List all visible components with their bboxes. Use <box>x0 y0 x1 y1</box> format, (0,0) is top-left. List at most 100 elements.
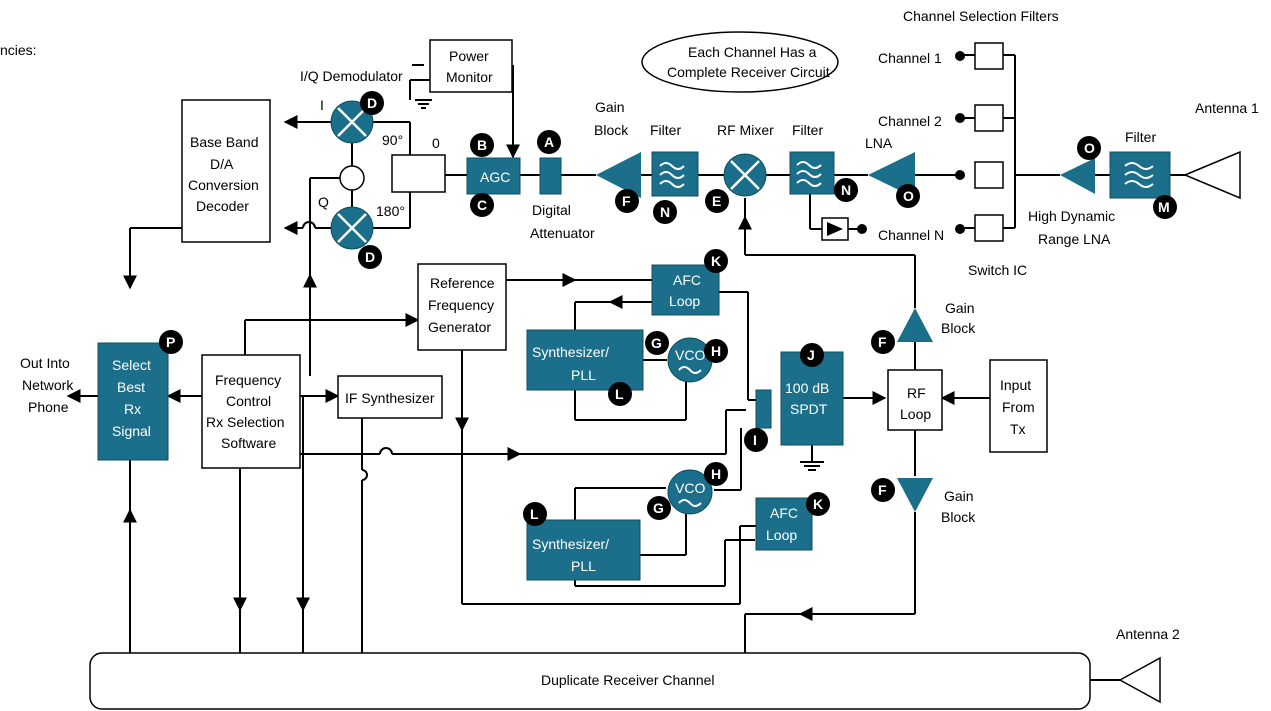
frequency-control-box <box>201 354 301 469</box>
each-channel-callout <box>641 31 839 93</box>
input-tx-label-1: Input <box>1000 377 1031 393</box>
channel-3-filter <box>974 161 1004 189</box>
svg-text:L: L <box>615 386 624 402</box>
wires <box>66 54 1185 681</box>
badge-l-bottom: L <box>523 502 547 526</box>
ref-freq-label-3: Generator <box>428 319 491 335</box>
badge-i: I <box>744 428 768 452</box>
buffer-arrow-icon <box>827 222 843 236</box>
select-label-1: Select <box>112 357 151 373</box>
hybrid-splitter-box <box>391 154 446 193</box>
svg-text:O: O <box>1084 140 1095 156</box>
svg-text:I: I <box>753 432 757 448</box>
gain-block-mid-label-1: Gain <box>945 300 975 316</box>
channel-1-label: Channel 1 <box>878 50 942 66</box>
agc-label: AGC <box>480 169 510 185</box>
synthesizer-pll-2-block <box>526 519 641 581</box>
filter-3-block <box>1109 151 1171 199</box>
svg-text:N: N <box>841 182 851 198</box>
svg-text:G: G <box>653 500 664 516</box>
svg-text:D: D <box>367 95 377 111</box>
each-channel-text-1: Each Channel Has a <box>688 44 817 60</box>
channel-selection-filters-label: Channel Selection Filters <box>903 8 1059 24</box>
badge-n-right: N <box>834 178 858 202</box>
badges: A B C D D E F F F G G H H I J K K L L M … <box>159 91 1177 526</box>
svg-text:F: F <box>878 482 887 498</box>
rf-loop-box <box>887 369 943 431</box>
power-monitor-label-1: Power <box>449 48 489 64</box>
svg-text:G: G <box>651 335 662 351</box>
filter-2-label: Filter <box>792 122 823 138</box>
gain-block-low-label-1: Gain <box>944 488 974 504</box>
svg-text:B: B <box>477 137 487 153</box>
rf-mixer-block <box>723 153 767 197</box>
synth-2-label-2: PLL <box>571 558 596 574</box>
svg-text:O: O <box>903 188 914 204</box>
badge-g-bottom: G <box>647 496 671 520</box>
output-label-1: Out Into <box>20 355 70 371</box>
synth-1-label-2: PLL <box>571 367 596 383</box>
channel-2-label: Channel 2 <box>878 113 942 129</box>
rf-mixer-label: RF Mixer <box>717 122 774 138</box>
antenna-1-icon <box>1183 150 1241 200</box>
badge-d-top: D <box>360 91 384 115</box>
filter-1-block <box>651 151 699 197</box>
channel-n-tap-dot <box>857 224 867 234</box>
antenna-2-icon <box>1118 656 1161 704</box>
channel-n-switch-dot <box>955 224 965 234</box>
switch-ic-label: Switch IC <box>968 262 1027 278</box>
output-label-3: Phone <box>28 399 69 415</box>
baseband-label-4: Decoder <box>196 198 249 214</box>
badge-f-top: F <box>615 189 639 213</box>
duplicate-channel-label: Duplicate Receiver Channel <box>541 672 715 688</box>
freq-ctrl-label-3: Rx Selection <box>206 414 285 430</box>
badge-l-top: L <box>608 382 632 406</box>
blocks: Power Monitor Each Channel Has a Complet… <box>89 31 1241 710</box>
select-label-4: Signal <box>112 423 151 439</box>
afc-loop-2-block <box>755 497 813 551</box>
svg-text:P: P <box>166 334 175 350</box>
freq-ctrl-label-4: Software <box>221 435 276 451</box>
badge-p: P <box>159 330 183 354</box>
select-label-3: Rx <box>124 401 141 417</box>
channel-3-switch-dot <box>955 170 965 180</box>
q-mixer-block <box>330 206 374 250</box>
select-label-2: Best <box>117 379 145 395</box>
badge-k-top: K <box>704 249 728 273</box>
vco-1-label: VCO <box>675 347 705 363</box>
antenna-2-label: Antenna 2 <box>1116 626 1180 642</box>
high-dynamic-lna-label-2: Range LNA <box>1038 231 1111 247</box>
badge-h-bottom: H <box>704 462 728 486</box>
power-monitor-label-2: Monitor <box>446 69 493 85</box>
channel-1-filter <box>974 42 1004 70</box>
phase-180-label: 180° <box>376 203 405 219</box>
gain-block-top <box>596 152 641 198</box>
channel-n-filter <box>974 214 1004 242</box>
svg-text:F: F <box>878 334 887 350</box>
svg-text:A: A <box>544 134 554 150</box>
badge-m: M <box>1153 195 1177 219</box>
agc-block <box>466 157 521 195</box>
filter-3-label: Filter <box>1125 129 1156 145</box>
annotations: ncies: Channel Selection Filters I/Q Dem… <box>0 8 1259 642</box>
badge-d-bottom: D <box>358 245 382 269</box>
high-dynamic-lna-label-1: High Dynamic <box>1028 208 1115 224</box>
gain-block-mid-triangle <box>897 308 933 342</box>
input-tx-label-3: Tx <box>1010 421 1026 437</box>
phase-0-label: 0 <box>432 135 440 151</box>
digital-attenuator-block <box>539 157 562 195</box>
svg-text:H: H <box>711 343 721 359</box>
reference-frequency-generator-box <box>417 263 507 351</box>
antenna-1-label: Antenna 1 <box>1195 100 1259 116</box>
gain-block-low-label-2: Block <box>941 509 976 525</box>
afc-loop-2-label-1: AFC <box>770 505 798 521</box>
power-monitor-box <box>429 39 513 93</box>
ref-freq-label-2: Frequency <box>428 297 494 313</box>
baseband-decoder-box <box>181 99 271 243</box>
svg-text:H: H <box>711 466 721 482</box>
filter-1-label: Filter <box>650 122 681 138</box>
rf-loop-label-2: Loop <box>900 406 931 422</box>
if-synth-label: IF Synthesizer <box>345 390 435 406</box>
digital-attenuator-label-2: Attenuator <box>530 225 595 241</box>
